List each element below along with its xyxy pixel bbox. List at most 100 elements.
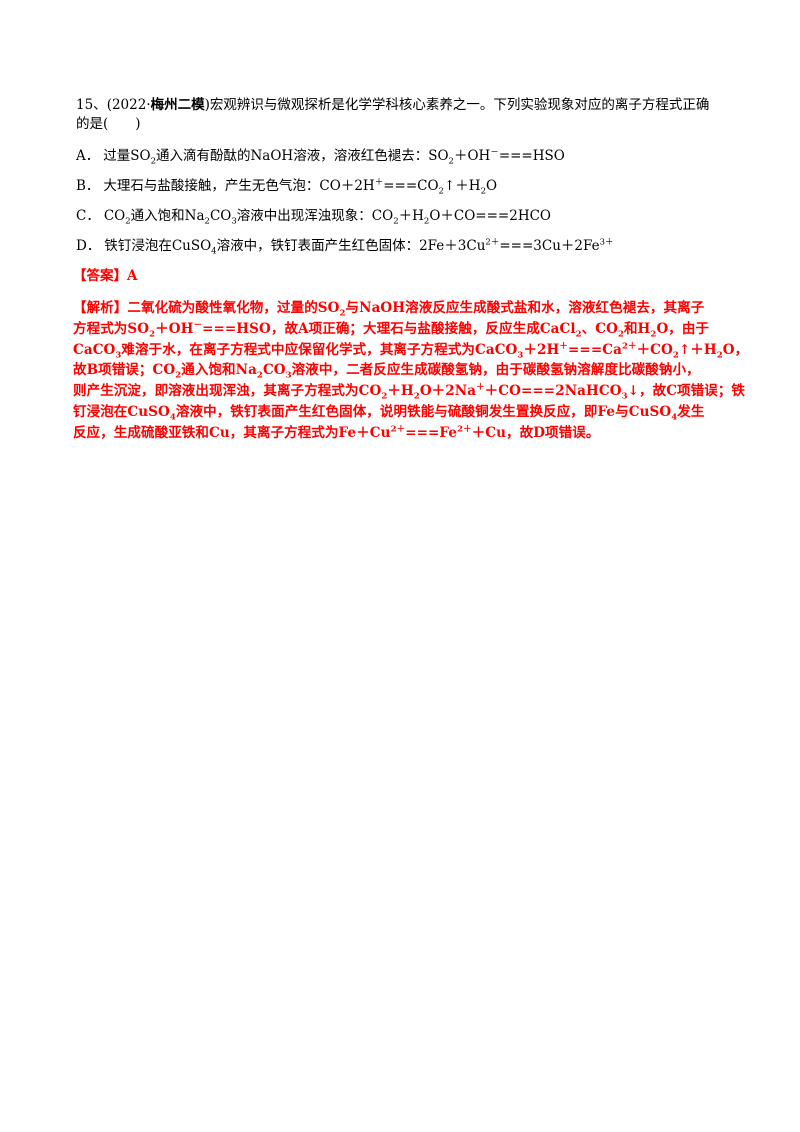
option-text: ===HSO	[498, 148, 565, 164]
subscript: 2	[175, 371, 182, 382]
explanation-text: ＋OH	[155, 320, 194, 337]
option-text: O＋CO===2HCO	[429, 208, 551, 224]
option-text: 溶液中，铁钉表面产生红色固体：2Fe＋3Cu	[216, 238, 486, 254]
option-text: ===CO	[383, 178, 439, 194]
explanation-text: 钉浸泡在CuSO	[73, 403, 170, 420]
subscript: 4	[169, 412, 176, 423]
explanation-text: ＋H	[387, 383, 414, 400]
superscript: －	[490, 147, 499, 158]
explanation-text: 【解析】二氧化硫为酸性氧化物，过量的SO	[73, 300, 340, 316]
subscript: 4	[671, 412, 678, 423]
subscript: 3	[285, 371, 292, 382]
option-a-letter: A．	[76, 148, 100, 164]
subscript: 2	[650, 329, 657, 340]
subscript: 2	[716, 350, 723, 361]
option-b: B．大理石与盐酸接触，产生无色气泡：CO＋2H＋===CO2↑＋H2O	[76, 177, 728, 196]
subscript: 2	[381, 391, 388, 402]
subscript: 2	[413, 391, 420, 402]
explanation-text: ===HSO，故A项正确；大理石与盐酸接触，反应生成CaCl	[202, 320, 576, 337]
option-text: 溶液中出现浑浊现象：CO	[236, 208, 394, 224]
subscript: 2	[480, 186, 486, 197]
explanation-text: CaCO	[73, 341, 116, 358]
explanation-text: ＋2H	[523, 341, 560, 358]
explanation: 【解析】二氧化硫为酸性氧化物，过量的SO2与NaOH溶液反应生成酸式盐和水，溶液…	[73, 298, 748, 444]
explanation-text: 和H	[623, 320, 651, 337]
subscript: 2	[575, 329, 582, 340]
subscript: 2	[339, 308, 346, 319]
subscript: 2	[204, 216, 210, 227]
question-stem: 15、(2022·梅州二模)宏观辨识与微观探析是化学学科核心素养之一。下列实验现…	[76, 96, 728, 134]
explanation-text: 溶液中，铁钉表面产生红色固体，说明铁能与硫酸铜发生置换反应，即Fe与CuSO	[175, 403, 672, 420]
explanation-text: 发生	[677, 403, 705, 420]
option-d-letter: D．	[76, 238, 101, 254]
explanation-text: ===Ca	[568, 341, 622, 358]
explanation-line: 方程式为SO2＋OH－===HSO，故A项正确；大理石与盐酸接触，反应生成CaC…	[73, 319, 728, 340]
explanation-text: ↓，故C项错误；铁	[627, 383, 746, 400]
option-c: C．CO2通入饱和Na2CO3溶液中出现浑浊现象：CO2＋H2O＋CO===2H…	[76, 207, 728, 226]
explanation-line: 反应，生成硫酸亚铁和Cu，其离子方程式为Fe＋Cu2＋===Fe2＋＋Cu，故D…	[73, 423, 728, 444]
explanation-text: O，	[722, 341, 749, 358]
option-b-letter: B．	[76, 178, 100, 194]
subscript: 4	[211, 246, 217, 257]
explanation-text: 溶液中，二者反应生成碳酸氢钠，由于碳酸氢钠溶解度比碳酸钠小，	[291, 362, 700, 379]
explanation-text: 故B项错误；CO	[73, 362, 176, 379]
explanation-text: ===Fe	[405, 424, 458, 441]
document-page: 15、(2022·梅州二模)宏观辨识与微观探析是化学学科核心素养之一。下列实验现…	[73, 96, 748, 444]
explanation-text: ＋Cu，故D项错误。	[471, 424, 600, 441]
question-source: 梅州二模	[150, 97, 205, 113]
subscript: 2	[423, 216, 430, 227]
superscript: 2＋	[457, 424, 472, 435]
question-stem-line2: 的是( )	[76, 116, 141, 132]
subscript: 2	[672, 350, 679, 361]
explanation-line: 钉浸泡在CuSO4溶液中，铁钉表面产生红色固体，说明铁能与硫酸铜发生置换反应，即…	[73, 402, 728, 423]
question-stem-line1: 宏观辨识与微观探析是化学学科核心素养之一。下列实验现象对应的离子方程式正确	[209, 97, 710, 113]
superscript: ＋	[559, 341, 568, 352]
superscript: 2＋	[485, 237, 500, 248]
question-source-prefix: (2022·	[106, 97, 151, 113]
superscript: 3＋	[599, 237, 614, 248]
explanation-text: ＋CO	[636, 341, 673, 358]
option-text: ＋H	[398, 208, 424, 224]
explanation-line: CaCO3难溶于水，在离子方程式中应保留化学式，其离子方程式为CaCO3＋2H＋…	[73, 340, 748, 361]
explanation-text: 反应，生成硫酸亚铁和Cu，其离子方程式为Fe＋Cu	[73, 424, 391, 441]
question-number: 15、	[76, 97, 107, 113]
subscript: 2	[149, 329, 156, 340]
option-c-letter: C．	[76, 208, 100, 224]
option-text: ↑＋H	[443, 178, 481, 194]
option-text: 大理石与盐酸接触，产生无色气泡：CO＋2H	[103, 178, 375, 194]
superscript: 2＋	[621, 341, 637, 352]
option-text: 过量SO	[103, 148, 151, 164]
explanation-text: 则产生沉淀，即溶液出现浑浊，其离子方程式为CO	[73, 383, 382, 400]
subscript: 3	[517, 350, 524, 361]
subscript: 2	[125, 216, 131, 227]
option-d: D．铁钉浸泡在CuSO4溶液中，铁钉表面产生红色固体：2Fe＋3Cu2＋===3…	[76, 237, 728, 256]
subscript: 2	[448, 156, 454, 167]
explanation-text: ＋CO===2NaHCO	[484, 383, 622, 400]
answer-label: 【答案】A	[73, 268, 138, 284]
option-text: 通入滴有酚酞的NaOH溶液，溶液红色褪去：SO	[156, 148, 449, 164]
explanation-line: 【解析】二氧化硫为酸性氧化物，过量的SO2与NaOH溶液反应生成酸式盐和水，溶液…	[73, 298, 728, 319]
explanation-text: O＋2Na	[419, 383, 477, 400]
option-text: O	[485, 178, 498, 194]
subscript: 3	[621, 391, 628, 402]
explanation-text: 通入饱和Na	[181, 362, 257, 379]
explanation-text: 方程式为SO	[73, 320, 150, 337]
question-source-suffix: )	[204, 97, 210, 113]
subscript: 2	[256, 371, 263, 382]
explanation-text: 、CO	[581, 320, 618, 337]
superscript: 2＋	[390, 424, 406, 435]
option-text: ＋OH	[453, 148, 491, 164]
subscript: 2	[617, 329, 624, 340]
option-text: CO	[103, 208, 126, 224]
explanation-text: O，由于	[656, 320, 710, 337]
option-text: CO	[209, 208, 232, 224]
explanation-line: 则产生沉淀，即溶液出现浑浊，其离子方程式为CO2＋H2O＋2Na＋＋CO===2…	[73, 381, 745, 402]
subscript: 2	[150, 156, 156, 167]
subscript: 3	[231, 216, 237, 227]
option-text: 通入饱和Na	[130, 208, 205, 224]
explanation-line: 故B项错误；CO2通入饱和Na2CO3溶液中，二者反应生成碳酸氢钠，由于碳酸氢钠…	[73, 360, 728, 381]
subscript: 2	[393, 216, 399, 227]
superscript: ＋	[476, 382, 485, 393]
superscript: －	[193, 320, 203, 331]
subscript: 3	[115, 350, 122, 361]
